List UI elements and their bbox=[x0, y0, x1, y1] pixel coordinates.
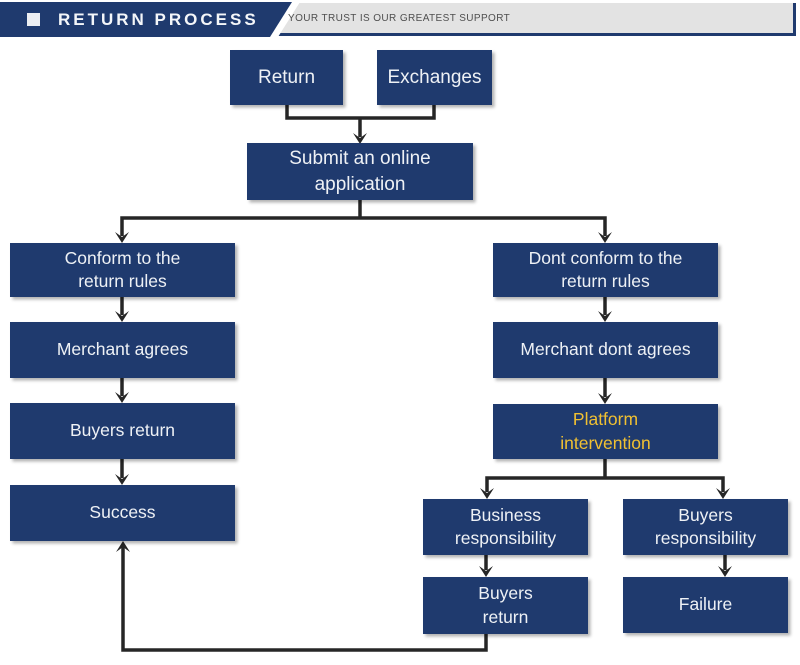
node-failure: Failure bbox=[623, 577, 788, 633]
node-business-responsibility: Business responsibility bbox=[423, 499, 588, 555]
node-buyers-return-left-label: Buyers return bbox=[69, 420, 176, 441]
node-buyers-return-left: Buyers return bbox=[10, 403, 235, 459]
arrowhead-into-submit bbox=[353, 133, 367, 144]
node-return: Return bbox=[230, 50, 343, 105]
connector-merge-top bbox=[285, 104, 436, 120]
connector-branch-top bbox=[120, 216, 607, 236]
arrowhead-into-buyers-resp bbox=[716, 488, 730, 499]
arrowhead-into-merchant-dont bbox=[598, 311, 612, 322]
node-exchanges: Exchanges bbox=[377, 50, 492, 105]
arrowhead-into-business-resp bbox=[480, 488, 494, 499]
header-tagline: YOUR TRUST IS OUR GREATEST SUPPORT bbox=[288, 12, 511, 24]
node-dont-conform-rules: Dont conform to the return rules bbox=[493, 243, 718, 297]
arrowhead-into-failure bbox=[718, 566, 732, 577]
arrowhead-into-buyers-return-left bbox=[115, 392, 129, 403]
node-buyers-return-bottom: Buyers return bbox=[423, 577, 588, 634]
arrowhead-into-dont-conform bbox=[598, 232, 612, 243]
node-conform-label: Conform to the return rules bbox=[64, 247, 181, 291]
node-business-resp-label: Business responsibility bbox=[454, 504, 557, 548]
node-exchanges-label: Exchanges bbox=[387, 66, 482, 88]
node-merchant-dont-agrees: Merchant dont agrees bbox=[493, 322, 718, 378]
node-failure-label: Failure bbox=[678, 594, 733, 615]
arrowhead-into-platform bbox=[598, 393, 612, 404]
arrowhead-into-buyers-return-bottom bbox=[479, 566, 493, 577]
node-success: Success bbox=[10, 485, 235, 541]
node-buyers-resp-label: Buyers responsibility bbox=[654, 504, 757, 548]
header-banner: RETURN PROCESS bbox=[0, 2, 292, 37]
node-platform-intervention: Platform intervention bbox=[493, 404, 718, 459]
node-conform-rules: Conform to the return rules bbox=[10, 243, 235, 297]
node-submit-label: Submit an online application bbox=[289, 148, 431, 195]
node-buyers-responsibility: Buyers responsibility bbox=[623, 499, 788, 555]
connector-feedback-loop bbox=[121, 547, 488, 652]
header-gray-bar bbox=[262, 3, 796, 36]
arrowhead-into-success-bottom bbox=[116, 541, 130, 552]
node-platform-label: Platform intervention bbox=[560, 409, 651, 453]
arrowhead-into-success-top bbox=[115, 474, 129, 485]
node-submit-application: Submit an online application bbox=[247, 143, 473, 200]
page-title: RETURN PROCESS bbox=[58, 9, 259, 29]
node-return-label: Return bbox=[257, 66, 316, 88]
node-success-label: Success bbox=[89, 502, 156, 523]
square-bullet-icon bbox=[27, 13, 40, 26]
arrowhead-into-merchant-agrees bbox=[115, 311, 129, 322]
connector-platform-branch bbox=[485, 476, 725, 492]
arrowhead-into-conform bbox=[115, 232, 129, 243]
node-merchant-agrees-label: Merchant agrees bbox=[56, 339, 189, 360]
node-buyers-return-bottom-label: Buyers return bbox=[478, 583, 533, 627]
node-merchant-agrees: Merchant agrees bbox=[10, 322, 235, 378]
node-dont-conform-label: Dont conform to the return rules bbox=[528, 247, 683, 291]
node-merchant-dont-label: Merchant dont agrees bbox=[520, 339, 691, 360]
